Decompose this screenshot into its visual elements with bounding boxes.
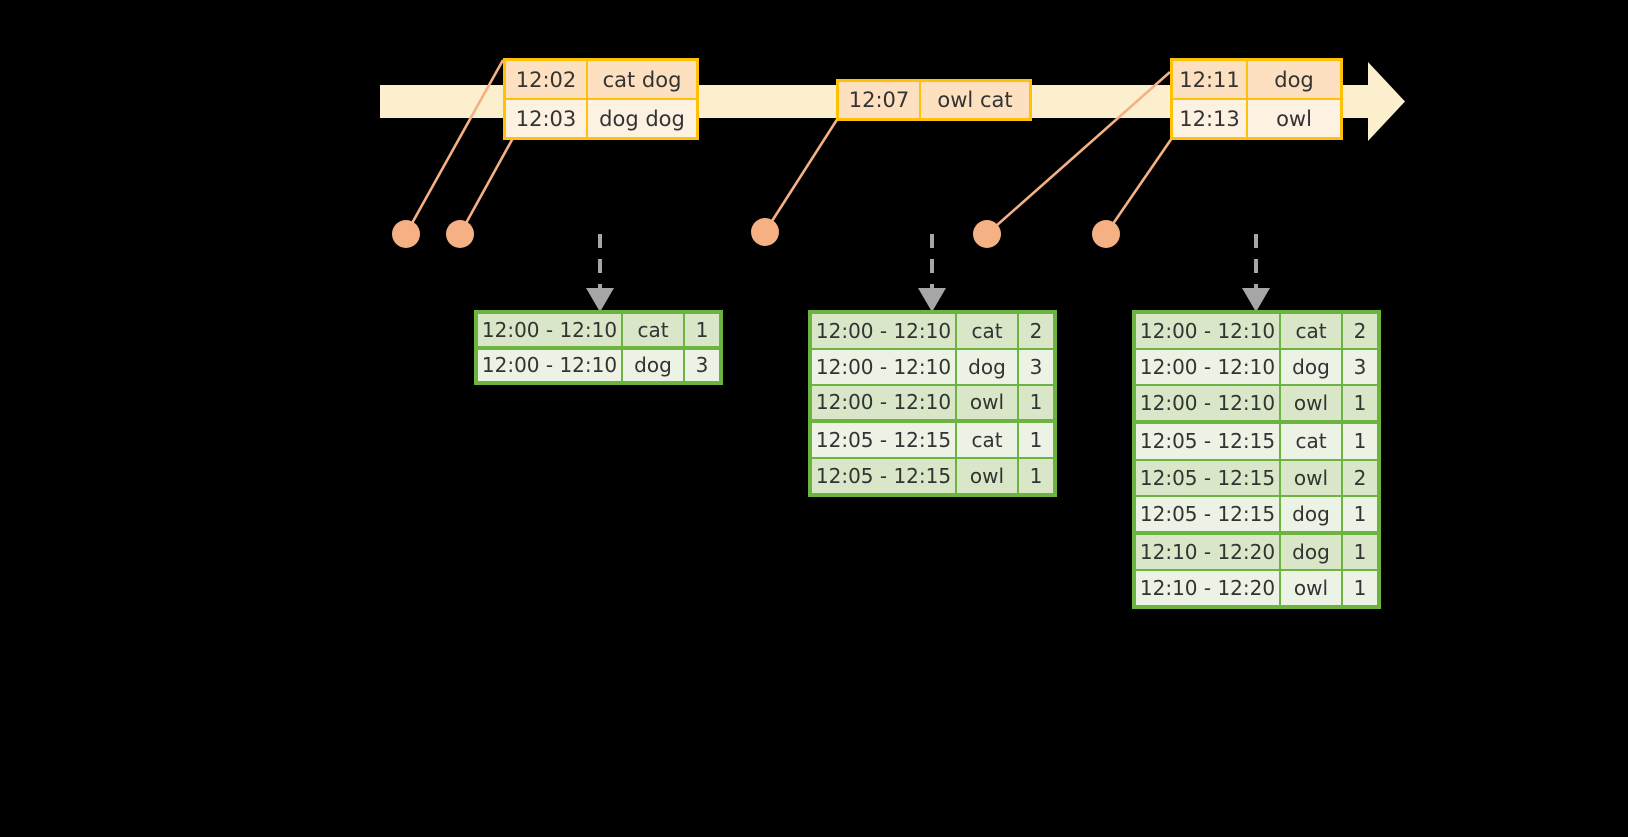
count-cell: 2 [1343,314,1377,349]
event-row[interactable]: 12:11 dog [1173,61,1340,98]
count-cell: 1 [1019,385,1053,420]
window-cell: 12:00 - 12:10 [812,385,957,420]
table-row[interactable]: 12:00 - 12:10 owl 1 [812,383,1053,420]
window-cell: 12:00 - 12:10 [812,314,957,348]
table-row[interactable]: 12:00 - 12:10 dog 3 [1136,348,1377,385]
count-cell: 3 [685,349,719,381]
word-cell: cat [957,423,1019,458]
word-cell: dog [1281,350,1343,385]
count-cell: 3 [1019,349,1053,384]
event-group-1[interactable]: 12:02 cat dog 12:03 dog dog [503,58,699,140]
word-cell: owl [1281,460,1343,495]
table-row[interactable]: 12:05 - 12:15 cat 1 [1136,420,1377,459]
table-row[interactable]: 12:10 - 12:20 owl 1 [1136,568,1377,605]
word-cell: owl [1281,570,1343,605]
word-cell: dog [1281,534,1343,569]
table-row[interactable]: 12:00 - 12:10 dog 3 [812,347,1053,384]
event-group-2[interactable]: 12:07 owl cat [836,79,1032,121]
dot-2 [446,220,474,248]
result-table-1[interactable]: 12:00 - 12:10 cat 1 12:00 - 12:10 dog 3 [474,310,723,385]
count-cell: 1 [1343,534,1377,569]
count-cell: 2 [1019,314,1053,348]
event-words: dog [1248,61,1340,98]
window-cell: 12:10 - 12:20 [1136,570,1281,605]
event-words: dog dog [588,100,696,137]
count-cell: 1 [1343,386,1377,421]
dot-5 [1092,220,1120,248]
table-row[interactable]: 12:05 - 12:15 owl 2 [1136,458,1377,495]
dot-1 [392,220,420,248]
window-cell: 12:00 - 12:10 [478,314,623,346]
word-cell: cat [1281,314,1343,349]
event-row[interactable]: 12:02 cat dog [506,61,696,98]
table-row[interactable]: 12:05 - 12:15 cat 1 [812,419,1053,458]
event-row[interactable]: 12:03 dog dog [506,98,696,137]
window-cell: 12:05 - 12:15 [1136,496,1281,531]
window-cell: 12:05 - 12:15 [1136,424,1281,459]
event-words: cat dog [588,61,696,98]
window-cell: 12:05 - 12:15 [1136,460,1281,495]
word-cell: owl [1281,386,1343,421]
count-cell: 1 [1343,570,1377,605]
result-table-3[interactable]: 12:00 - 12:10 cat 2 12:00 - 12:10 dog 3 … [1132,310,1381,609]
table-row[interactable]: 12:00 - 12:10 owl 1 [1136,384,1377,421]
down-arrow-2-head [918,288,946,312]
word-cell: owl [957,459,1019,493]
event-row[interactable]: 12:07 owl cat [839,82,1029,118]
event-words: owl cat [921,82,1029,118]
window-cell: 12:00 - 12:10 [1136,350,1281,385]
table-row[interactable]: 12:00 - 12:10 dog 3 [478,345,719,381]
event-group-3[interactable]: 12:11 dog 12:13 owl [1170,58,1343,140]
count-cell: 1 [1019,423,1053,458]
count-cell: 2 [1343,460,1377,495]
word-cell: owl [957,385,1019,420]
result-table-2[interactable]: 12:00 - 12:10 cat 2 12:00 - 12:10 dog 3 … [808,310,1057,497]
word-cell: dog [623,349,685,381]
count-cell: 1 [1019,459,1053,493]
window-cell: 12:00 - 12:10 [1136,314,1281,349]
count-cell: 3 [1343,350,1377,385]
window-cell: 12:00 - 12:10 [478,349,623,381]
event-time: 12:03 [506,100,588,137]
table-row[interactable]: 12:05 - 12:15 dog 1 [1136,494,1377,531]
event-dots [392,218,1120,248]
table-row[interactable]: 12:05 - 12:15 owl 1 [812,457,1053,493]
word-cell: cat [623,314,685,346]
window-cell: 12:05 - 12:15 [812,423,957,458]
event-words: owl [1248,100,1340,137]
event-time: 12:02 [506,61,588,98]
count-cell: 1 [1343,424,1377,459]
dot-4 [973,220,1001,248]
event-time: 12:11 [1173,61,1248,98]
window-cell: 12:00 - 12:10 [812,349,957,384]
event-time: 12:13 [1173,100,1248,137]
table-row[interactable]: 12:10 - 12:20 dog 1 [1136,530,1377,569]
window-cell: 12:05 - 12:15 [812,459,957,493]
word-cell: dog [957,349,1019,384]
down-arrow-1-head [586,288,614,312]
count-cell: 1 [1343,496,1377,531]
word-cell: cat [957,314,1019,348]
down-arrow-3-head [1242,288,1270,312]
table-row[interactable]: 12:00 - 12:10 cat 2 [1136,314,1377,349]
table-row[interactable]: 12:00 - 12:10 cat 2 [812,314,1053,348]
event-time: 12:07 [839,82,921,118]
window-cell: 12:10 - 12:20 [1136,534,1281,569]
event-row[interactable]: 12:13 owl [1173,98,1340,137]
count-cell: 1 [685,314,719,346]
dot-3 [751,218,779,246]
word-cell: dog [1281,496,1343,531]
word-cell: cat [1281,424,1343,459]
table-row[interactable]: 12:00 - 12:10 cat 1 [478,314,719,346]
window-cell: 12:00 - 12:10 [1136,386,1281,421]
